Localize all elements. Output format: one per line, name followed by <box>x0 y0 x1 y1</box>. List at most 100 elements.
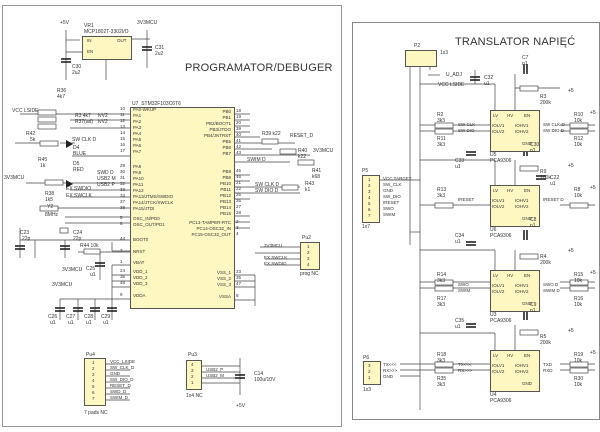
r-in-a-value: 3k3 <box>437 193 446 199</box>
translator-part: PCA9306 <box>490 158 512 164</box>
lv-pin: LV <box>493 188 499 193</box>
r-in-b-ref: R35 <box>437 376 447 382</box>
mcu-pin-name: OSC_OUT/PD1 <box>133 222 165 227</box>
mcu-pin-number: 44 <box>120 236 126 241</box>
connector-net-label: SW_DIO_D <box>110 377 134 382</box>
cap-en-value: n1 <box>530 223 536 229</box>
connector-pin-number: 2 <box>307 250 310 255</box>
connector-net-label: USB2_P <box>206 367 224 372</box>
connector-pin-number: 2 <box>92 366 95 371</box>
c29-label: C29 <box>101 314 111 320</box>
mcu-pin-number: 2 <box>236 219 239 224</box>
connector-net-label: VCC TARGET <box>383 176 412 181</box>
mcu-pin-number: 28 <box>236 210 242 215</box>
iohv2-pin: IOHV2 <box>515 289 529 294</box>
c14-ref: C14 <box>254 371 264 377</box>
connector-net-label: SWD_D <box>110 389 127 394</box>
mcu-pin-number: 1 <box>120 259 123 264</box>
regulator-in-label: IN <box>87 38 92 43</box>
mcu-pin-name: PB13 <box>219 199 231 204</box>
mcu-pin-name: PA6 <box>133 143 142 148</box>
swd-d-net: SWD D <box>97 170 114 176</box>
mcu-pin-number: 4 <box>236 231 239 236</box>
connector-net-label: IRESET <box>383 200 400 205</box>
cap-en-ref: C9 <box>530 302 537 308</box>
r-top-ref: R5 <box>540 334 547 340</box>
iohv2-pin: IOHV2 <box>515 369 529 374</box>
iolv1-pin: IOLV1 <box>492 363 505 368</box>
r-in-a-ref: R13 <box>437 187 447 193</box>
c27-value: u1 <box>68 320 74 326</box>
translator-part: PCA9306 <box>490 318 512 324</box>
output-net-label: SWO D <box>543 282 559 287</box>
mcu-pin-number: 29 <box>120 163 126 168</box>
r44-label: R44 10k <box>80 243 99 249</box>
mcu-pin-name: PB0 <box>222 109 231 114</box>
gnd-pin: GND <box>522 216 532 221</box>
input-net-label: SWO <box>458 282 469 287</box>
pu3-ref: Pu3 <box>188 352 197 358</box>
iohv2-pin: IOHV2 <box>515 129 529 134</box>
mcu-pin-name: NRST <box>133 249 146 254</box>
connector-net-label: RX>>> <box>383 368 398 373</box>
en-pin: EN <box>524 113 531 118</box>
translator-ref: U6 <box>490 227 497 233</box>
mcu-pin-name: PC15-OSC32_OUT <box>191 232 231 237</box>
ex-swdio-net: EX SWDIO <box>66 186 92 192</box>
mcu-pin-number: 15 <box>120 136 126 141</box>
connector-pin-number: 1 <box>368 375 371 380</box>
connector-net-label: SW_DIO <box>383 194 401 199</box>
r-in-b-ref: R17 <box>437 296 447 302</box>
cap-side-value: u1 <box>455 324 461 330</box>
r-top-ref: R4 <box>540 254 547 260</box>
pu4-note: 7 pads NC <box>84 410 108 416</box>
mcu-part-text: STM32F103C6T6 <box>141 101 181 107</box>
ivv2-b: lvV2 <box>98 119 108 125</box>
c31-ref: C31 <box>155 45 165 51</box>
pu2-connector <box>300 242 320 270</box>
mcu-pin-number: 33 <box>120 187 126 192</box>
connector-net-label: EX SWCLK <box>264 255 288 260</box>
input-net-label: RX>>> <box>458 368 473 373</box>
mcu-pin-number: 36 <box>120 274 126 279</box>
mcu-pin-name: PB9 <box>222 175 231 180</box>
u-adj-net: U_ADJ <box>446 72 462 78</box>
p2-note: 1x3 <box>440 50 449 56</box>
connector-pin-number: 1 <box>191 380 194 385</box>
mcu-pin-number: 31 <box>120 175 126 180</box>
mcu-pin-number: 32 <box>120 181 126 186</box>
gnd-pin: GND <box>522 301 532 306</box>
mcu-pin-name: PA15/JTDI <box>133 206 155 211</box>
mcu-pin-name: PB14 <box>219 205 231 210</box>
r-in-a-value: 3k3 <box>437 118 446 124</box>
mcu-pin-number: 17 <box>120 148 126 153</box>
connector-pin-number: 6 <box>92 390 95 395</box>
connector-pin-number: 3 <box>92 372 95 377</box>
regulator-out-label: OUT <box>117 38 127 43</box>
d4-label: D4 <box>73 145 80 151</box>
c30-ref: C30 <box>72 64 82 70</box>
mcu-pin-number: 48 <box>120 280 126 285</box>
en-pin: EN <box>524 273 531 278</box>
connector-net-label: 3V3MCU <box>264 243 283 248</box>
mcu-pin-name: VSS_1 <box>216 270 231 275</box>
r36-label: R36 <box>57 88 67 94</box>
plus5-label: +5 <box>568 248 574 254</box>
mcu-pin-name: PC14-OSC32_IN <box>196 226 231 231</box>
c14-value: 100u/10V <box>254 377 276 383</box>
translator-panel <box>352 22 600 420</box>
mcu-pin-number: 9 <box>120 292 123 297</box>
swim-d-net: SWIM D <box>247 157 266 163</box>
r42-value: 5k <box>30 137 36 143</box>
mcu-pin-number: 47 <box>236 281 242 286</box>
mcu-pin-name: PA8 <box>133 164 142 169</box>
mcu-pin-number: 40 <box>236 132 242 137</box>
mcu-pin-number: 38 <box>120 205 126 210</box>
r45-label: R45 <box>38 157 48 163</box>
pu3-supply: +5V <box>236 403 246 409</box>
connector-net-label: USB2_M <box>206 373 225 378</box>
hv-pin: HV <box>507 273 514 278</box>
connector-pin-number: 2 <box>368 183 371 188</box>
r42-label: R42 <box>26 131 36 137</box>
reset-d-net: RESET_D <box>290 133 314 139</box>
